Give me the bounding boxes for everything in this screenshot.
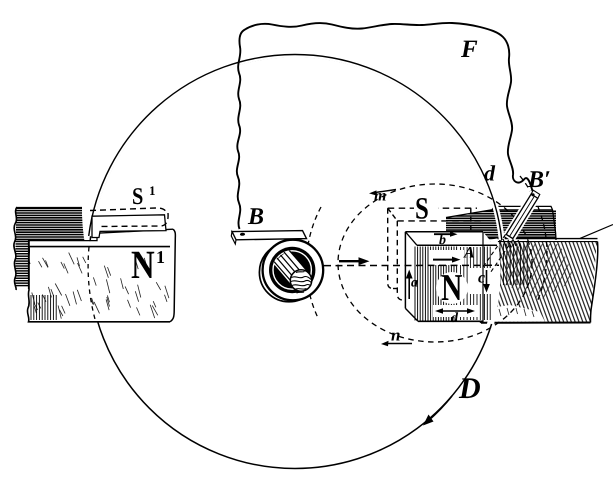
svg-text:B′: B′ <box>527 167 551 193</box>
svg-text:N: N <box>441 267 462 309</box>
svg-text:A: A <box>463 245 475 262</box>
svg-text:d: d <box>484 161 496 186</box>
svg-text:a: a <box>411 276 418 291</box>
svg-text:d: d <box>451 311 459 326</box>
svg-text:1: 1 <box>149 183 156 198</box>
svg-text:F: F <box>460 36 478 63</box>
svg-text:S: S <box>132 184 143 210</box>
svg-text:D: D <box>458 372 481 405</box>
svg-text:B: B <box>247 204 264 230</box>
svg-text:b: b <box>439 233 446 248</box>
svg-text:n: n <box>391 326 400 345</box>
svg-text:S: S <box>415 191 429 226</box>
svg-text:m: m <box>374 188 386 205</box>
svg-text:1: 1 <box>156 247 165 267</box>
svg-text:N: N <box>131 242 155 287</box>
svg-text:c: c <box>478 270 485 287</box>
